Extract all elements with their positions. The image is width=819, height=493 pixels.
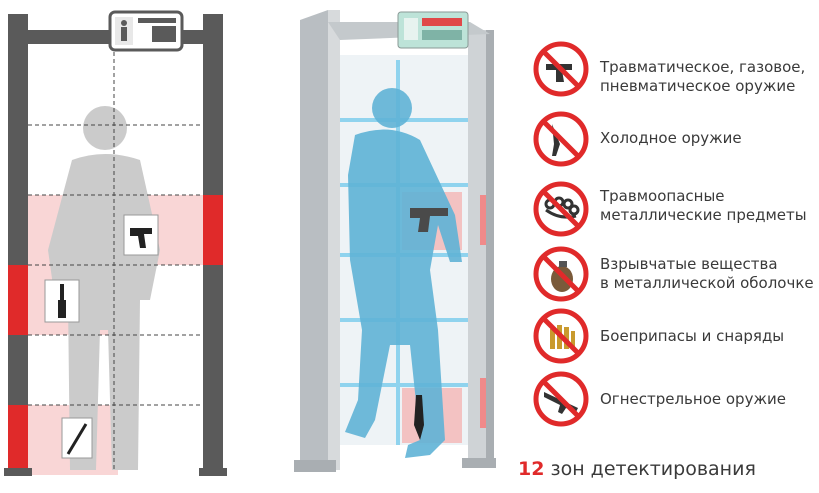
list-item: Травматическое, газовое, пневматическое … bbox=[520, 40, 819, 100]
pillar-zone-left-lower bbox=[8, 405, 28, 475]
threat-label-line: Взрывчатые вещества bbox=[600, 255, 778, 273]
list-item: Боеприпасы и снаряды bbox=[520, 307, 819, 367]
knife-box bbox=[44, 279, 80, 323]
zone-diagram-svg bbox=[4, 10, 227, 476]
gate-pillar-left bbox=[8, 14, 28, 474]
threat-label: Холодное оружие bbox=[600, 129, 742, 148]
threat-label-line: Травмоопасные bbox=[600, 187, 725, 205]
pistol-item bbox=[410, 208, 448, 232]
brass-knuckles-icon bbox=[533, 181, 589, 237]
threat-label-line: в металлической оболочке bbox=[600, 274, 814, 292]
threat-label-line: пневматическое оружие bbox=[600, 77, 796, 95]
threat-label: Травматическое, газовое, пневматическое … bbox=[600, 58, 805, 96]
pillar-zone-left-middle bbox=[8, 265, 28, 335]
prohibited-items-list: Травматическое, газовое, пневматическое … bbox=[520, 40, 819, 440]
knife-item bbox=[414, 395, 424, 440]
threat-label: Взрывчатые вещества в металлической обол… bbox=[600, 255, 814, 293]
threat-label-line: Травматическое, газовое, bbox=[600, 58, 806, 76]
list-item: Взрывчатые вещества в металлической обол… bbox=[520, 245, 819, 305]
threat-label-line: Боеприпасы и снаряды bbox=[600, 327, 785, 345]
threat-label: Боеприпасы и снаряды bbox=[600, 327, 784, 346]
rifle-icon bbox=[533, 371, 589, 427]
revolver-box bbox=[123, 214, 159, 256]
threat-label-line: Огнестрельное оружие bbox=[600, 390, 786, 408]
threat-label-line: металлические предметы bbox=[600, 206, 807, 224]
zone-diagram bbox=[0, 0, 230, 489]
zone-grid bbox=[28, 45, 205, 470]
ammunition-icon bbox=[533, 308, 589, 364]
detector-svg bbox=[294, 10, 496, 472]
revolver-icon bbox=[533, 41, 589, 97]
list-item: Холодное оружие bbox=[520, 110, 819, 170]
zone-count: 12 bbox=[518, 458, 545, 480]
zone-caption-text: зон детектирования bbox=[544, 458, 756, 480]
list-item: Травмоопасные металлические предметы bbox=[520, 180, 819, 240]
grenade-icon bbox=[533, 246, 589, 302]
threat-label: Травмоопасные металлические предметы bbox=[600, 187, 807, 225]
detector-illustration bbox=[280, 0, 510, 489]
detection-zones-caption: 12 зон детектирования bbox=[518, 458, 756, 480]
zone-indicator-leds bbox=[480, 195, 486, 428]
threat-label: Огнестрельное оружие bbox=[600, 390, 786, 409]
screwdriver-box bbox=[61, 417, 93, 459]
list-item: Огнестрельное оружие bbox=[520, 370, 819, 430]
detector-pillar-right bbox=[468, 30, 486, 465]
pillar-zone-right-upper bbox=[203, 195, 223, 265]
threat-label-line: Холодное оружие bbox=[600, 129, 742, 147]
detector-pillar-left bbox=[300, 10, 328, 470]
knife-icon bbox=[533, 111, 589, 167]
